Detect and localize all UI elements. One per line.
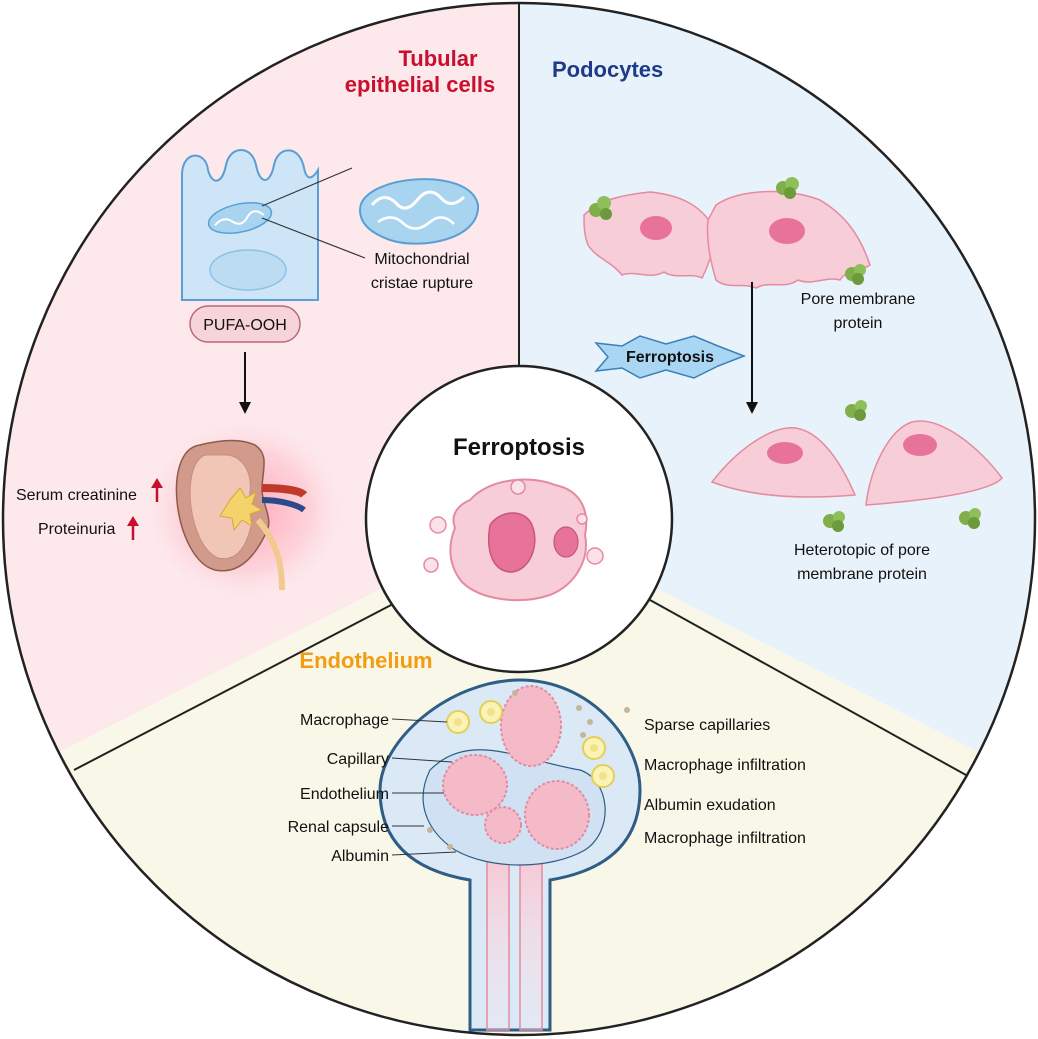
kidney: [135, 410, 355, 610]
macrophage-icon: [446, 700, 615, 788]
serum-creatinine-label: Serum creatinine: [16, 487, 137, 504]
right-labels: Sparse capillaries Macrophage infiltrati…: [644, 717, 806, 847]
mito-label-line: [261, 217, 366, 259]
divider-left: [73, 589, 421, 771]
ferroptosis-badge: Ferroptosis: [594, 335, 747, 379]
pufa-box: PUFA-OOH: [189, 305, 301, 343]
ferroptosis-badge-label: Ferroptosis: [626, 349, 714, 366]
label-sparse-capillaries: Sparse capillaries: [644, 717, 770, 734]
capillary-loop: [500, 685, 562, 767]
pore-label-line1: Pore membrane: [801, 291, 916, 308]
displaced-protein-icon: [823, 400, 981, 532]
podocyte-flattened-1: [710, 427, 857, 498]
capillary-loop: [442, 754, 508, 816]
mito-label-line1: Mitochondrial: [374, 251, 469, 268]
protein-cluster-icon: [589, 177, 866, 285]
label-macrophage-infiltration-1: Macrophage infiltration: [644, 757, 806, 774]
hetero-label-line1: Heterotopic of pore: [794, 542, 930, 559]
podocyte-healthy-1: [583, 191, 714, 280]
proteinuria-label: Proteinuria: [38, 521, 115, 538]
pufa-label: PUFA-OOH: [203, 317, 287, 334]
center-title: Ferroptosis: [453, 434, 585, 461]
podocyte-healthy-2: [706, 190, 871, 289]
capillary-loop: [524, 780, 590, 850]
serum-up-arrow-icon: [151, 478, 163, 502]
endothelium-title: Endothelium: [299, 648, 432, 673]
mito-label-line2: cristae rupture: [371, 275, 473, 292]
glomerulus: [378, 678, 642, 1032]
tubular-title-line1: Tubular: [398, 46, 477, 71]
label-macrophage: Macrophage: [300, 712, 389, 729]
leader-albumin: [391, 851, 457, 856]
leader-macrophage: [391, 718, 448, 723]
label-capillary: Capillary: [327, 751, 389, 768]
mito-pointer-line: [261, 167, 353, 207]
label-macrophage-infiltration-2: Macrophage infiltration: [644, 830, 806, 847]
left-labels: Macrophage Capillary Endothelium Renal c…: [288, 712, 457, 865]
podocyte-flattened-2: [865, 420, 1003, 506]
divider-right: [649, 599, 967, 776]
label-albumin-exudation: Albumin exudation: [644, 797, 776, 814]
albumin-dots: [427, 690, 630, 850]
capillary-loop: [484, 806, 522, 844]
hetero-label-line2: membrane protein: [797, 566, 927, 583]
ferroptotic-cell: [423, 478, 604, 602]
pore-label-line2: protein: [834, 315, 883, 332]
label-renal-capsule: Renal capsule: [288, 819, 390, 836]
mitochondrion-large: [358, 178, 480, 245]
label-endothelium: Endothelium: [300, 786, 389, 803]
label-albumin: Albumin: [331, 848, 389, 865]
leader-capillary: [391, 757, 453, 763]
pufa-arrowhead: [239, 402, 251, 414]
epithelial-cell: [181, 149, 319, 301]
tubular-title-line2: epithelial cells: [345, 72, 495, 97]
podocytes-title: Podocytes: [552, 57, 663, 82]
podocyte-arrowhead: [746, 402, 758, 414]
proteinuria-up-arrow-icon: [127, 516, 139, 540]
